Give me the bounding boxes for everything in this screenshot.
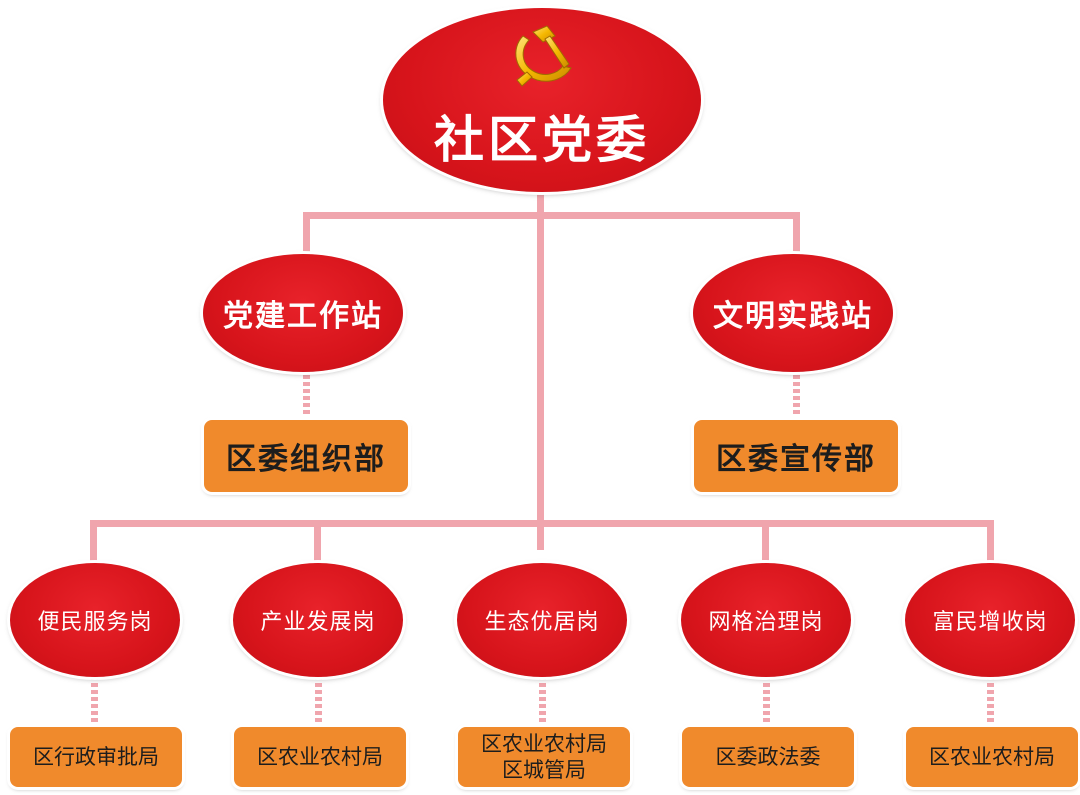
post-bus-line <box>90 520 994 527</box>
post-drop-line-5 <box>987 520 994 564</box>
dept-label: 区农业农村局 <box>257 745 383 769</box>
post-node: 富民增收岗 <box>905 563 1075 677</box>
post-node: 产业发展岗 <box>233 563 403 677</box>
post-label: 产业发展岗 <box>260 610 376 635</box>
station-dept-box: 区委组织部 <box>204 420 408 492</box>
post-label: 便民服务岗 <box>37 610 153 635</box>
post-drop-line-2 <box>314 520 321 564</box>
station-label: 文明实践站 <box>713 299 873 334</box>
post-dotted-line-5 <box>987 676 994 726</box>
post-drop-line-4 <box>762 520 769 564</box>
post-dept-box: 区农业农村局 <box>234 727 406 787</box>
station-bus-line <box>303 212 800 219</box>
post-drop-line-1 <box>90 520 97 564</box>
dept-label: 区委政法委 <box>715 745 821 769</box>
post-label: 网格治理岗 <box>708 610 824 635</box>
hammer-sickle-icon <box>515 25 572 87</box>
post-node: 网格治理岗 <box>681 563 851 677</box>
station-left-drop-line <box>303 212 310 280</box>
dept-label: 区城管局 <box>502 758 586 782</box>
post-dotted-line-4 <box>763 676 770 726</box>
station-dotted-line-1 <box>303 368 310 420</box>
dept-label: 区行政审批局 <box>33 745 159 769</box>
post-dept-box: 区委政法委 <box>682 727 854 787</box>
station-node: 党建工作站 <box>203 254 403 372</box>
post-label: 富民增收岗 <box>932 610 1048 635</box>
post-dept-box: 区农业农村局 区城管局 <box>458 727 630 787</box>
station-dotted-line-2 <box>793 368 800 420</box>
dept-label: 区农业农村局 <box>481 732 607 756</box>
post-dotted-line-2 <box>315 676 322 726</box>
post-dept-box: 区行政审批局 <box>10 727 182 787</box>
root-node: 社区党委 <box>383 8 701 192</box>
dept-label: 区农业农村局 <box>929 745 1055 769</box>
dept-label: 区委宣传部 <box>716 442 876 477</box>
post-dotted-line-1 <box>91 676 98 726</box>
station-node: 文明实践站 <box>693 254 893 372</box>
post-dotted-line-3 <box>539 676 546 726</box>
post-dept-box: 区农业农村局 <box>906 727 1078 787</box>
station-label: 党建工作站 <box>223 299 383 334</box>
station-right-drop-line <box>793 212 800 280</box>
post-node: 便民服务岗 <box>10 563 180 677</box>
post-label: 生态优居岗 <box>484 610 600 635</box>
post-node: 生态优居岗 <box>457 563 627 677</box>
station-dept-box: 区委宣传部 <box>694 420 898 492</box>
root-title: 社区党委 <box>434 110 650 169</box>
root-trunk-line <box>537 185 544 550</box>
dept-label: 区委组织部 <box>226 442 386 477</box>
